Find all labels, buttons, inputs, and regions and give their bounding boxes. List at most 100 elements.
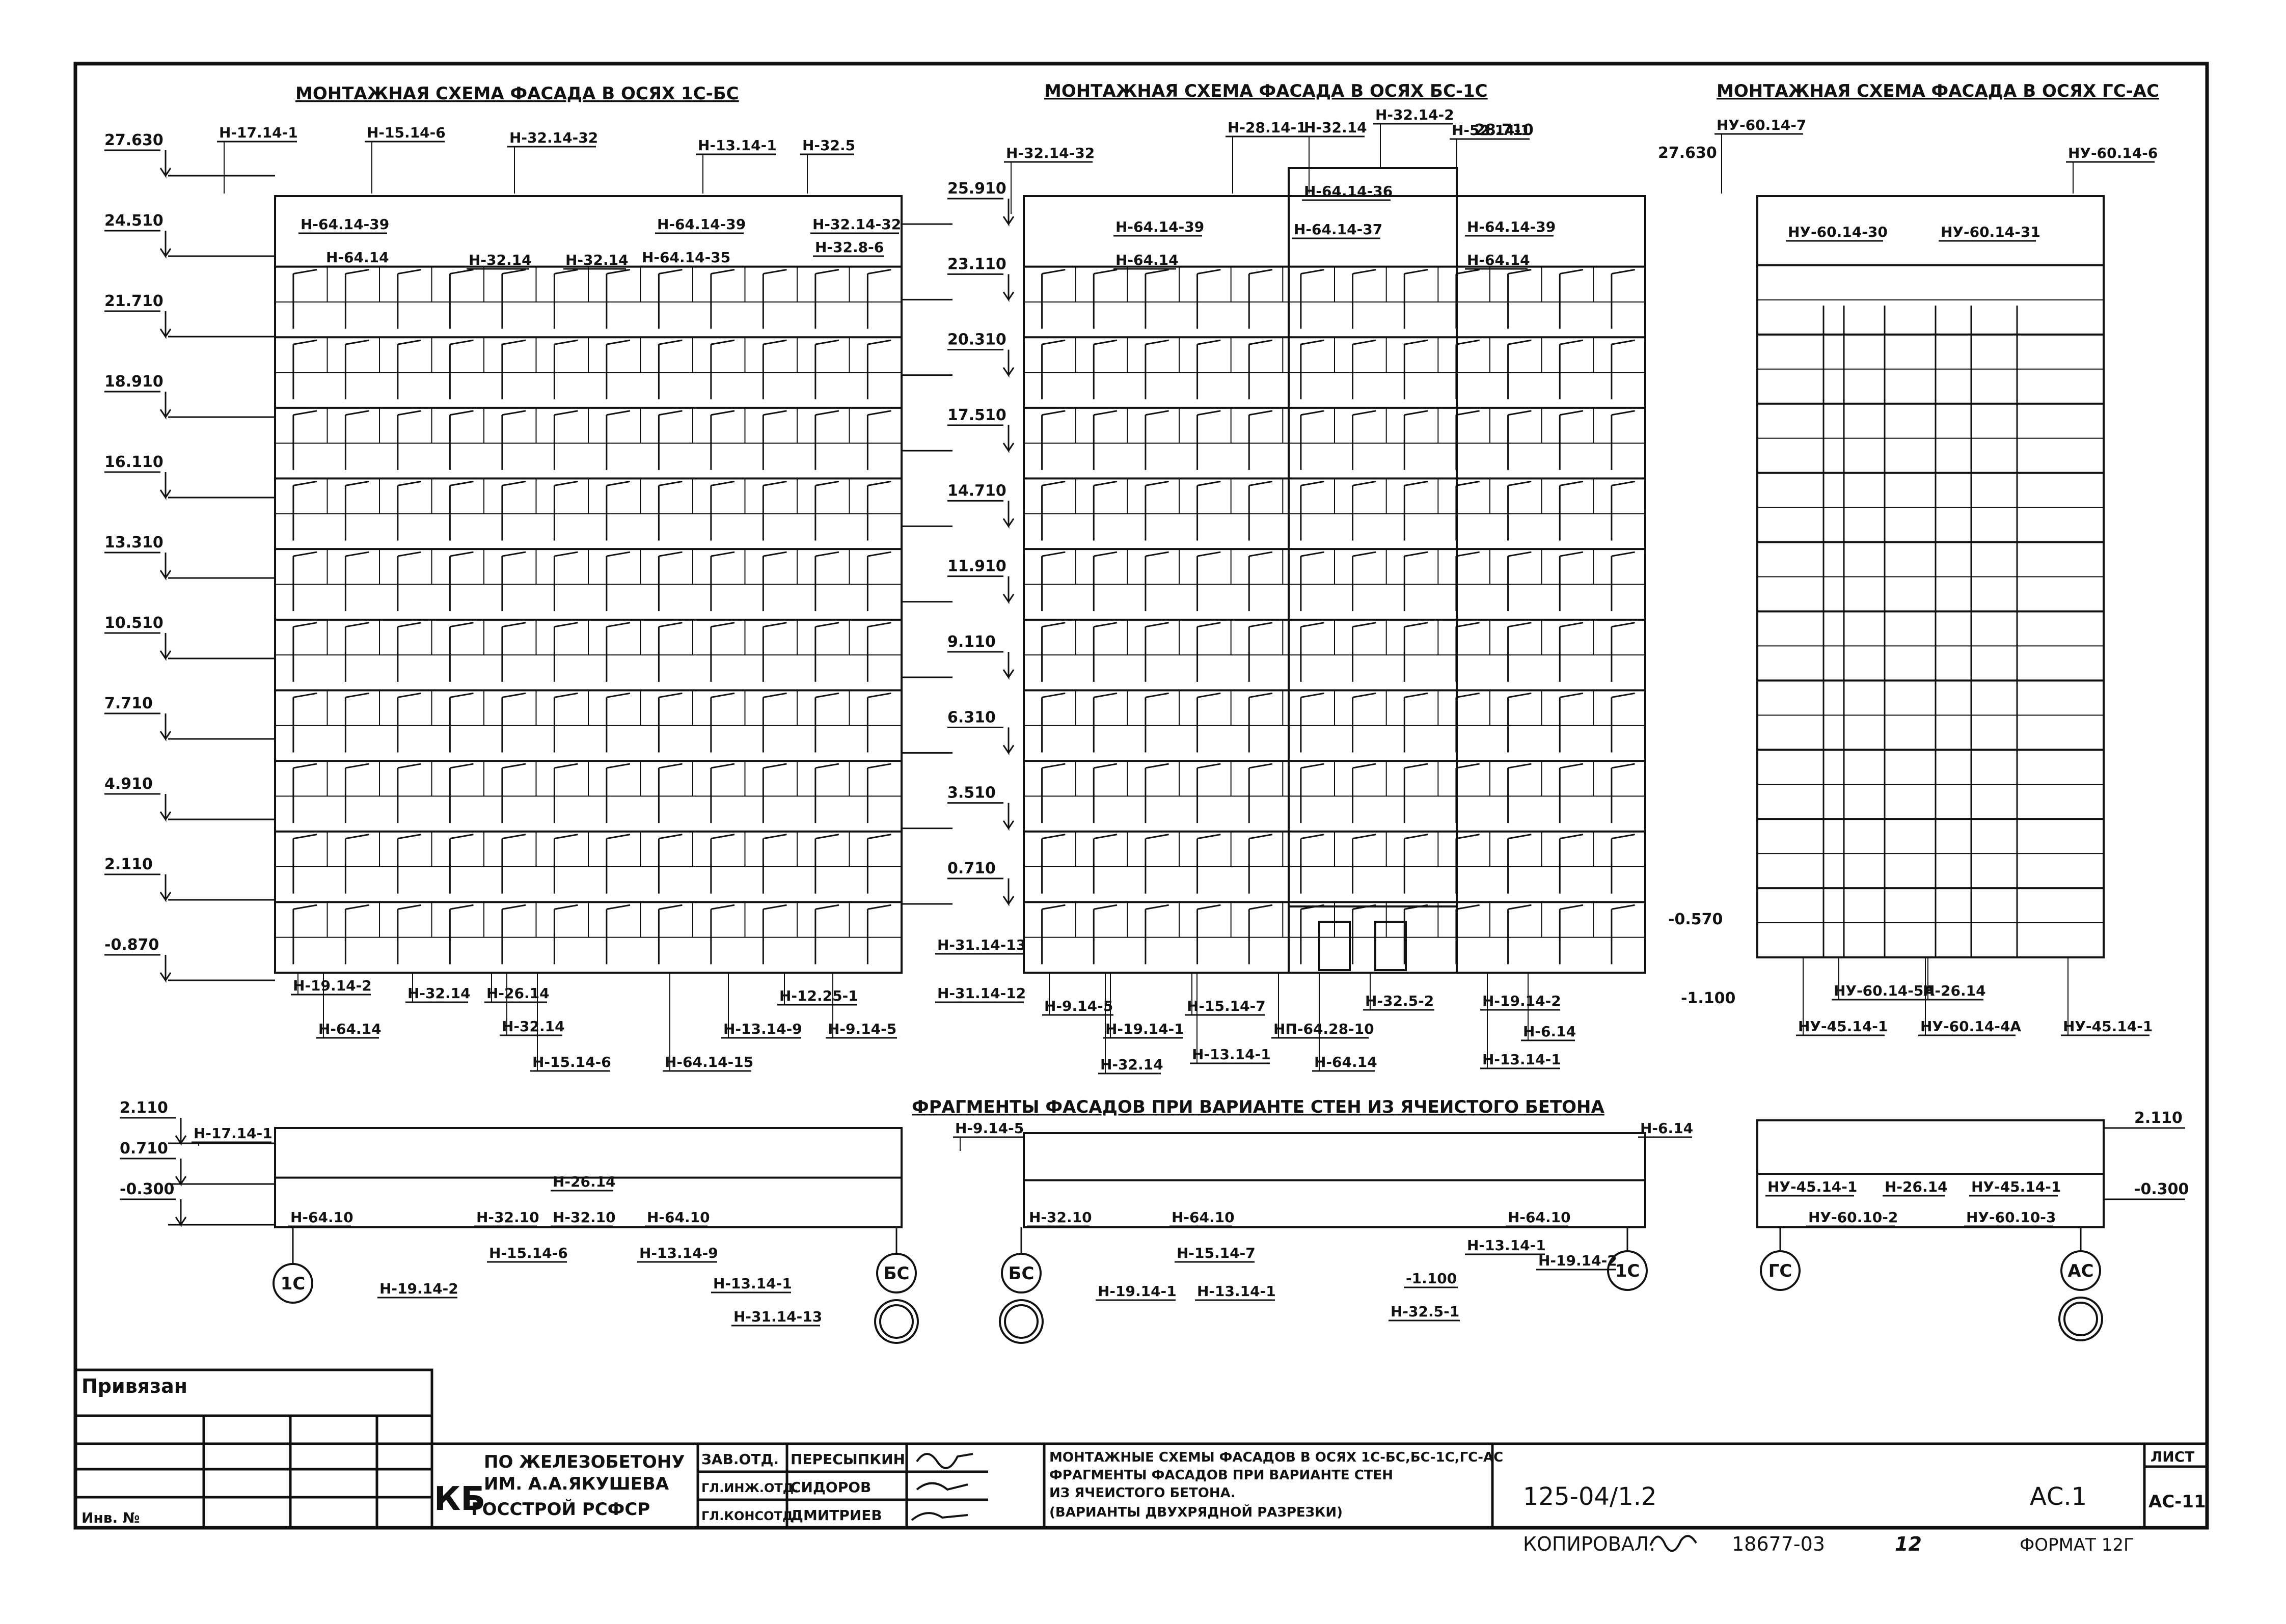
window-mark (501, 692, 526, 753)
window-mark (1248, 551, 1273, 612)
window-mark (658, 692, 683, 753)
panel-label: Н-64.14-35 (642, 249, 730, 266)
window-mark (1455, 339, 1480, 400)
inv-no-label: Инв. № (81, 1509, 140, 1526)
level-arrow (1002, 425, 1015, 453)
window-mark (1507, 692, 1532, 753)
sheet-number: АС-11 (2148, 1492, 2206, 1512)
name-2: СИДОРОВ (791, 1479, 871, 1496)
panel-label: Н-15.14-6 (367, 124, 446, 141)
window-mark (501, 763, 526, 823)
panel-label: Н-64.14-37 (1294, 221, 1382, 238)
sheet-code: АС.1 (2030, 1482, 2087, 1511)
window-mark (1248, 904, 1273, 965)
window-mark (814, 269, 839, 329)
window-mark (1507, 410, 1532, 470)
level-arrow (1002, 199, 1015, 227)
panel-label: НУ-45.14-1 (2063, 1018, 2153, 1035)
axis-circle-lower (2058, 1297, 2103, 1341)
window-mark (553, 904, 578, 965)
level-arrow (1002, 878, 1015, 906)
panel-label: Н-19.14-2 (293, 977, 372, 994)
window-mark (1352, 339, 1376, 400)
window-mark (1611, 480, 1635, 541)
window-mark (501, 551, 526, 612)
window-mark (344, 763, 369, 823)
window-mark (292, 622, 317, 682)
axis-circle-lower (999, 1299, 1044, 1344)
panel-label: Н-64.14 (318, 1021, 382, 1037)
window-mark (397, 763, 422, 823)
window-mark (1611, 551, 1635, 612)
window-mark (1403, 763, 1428, 823)
axis-label: АС (2067, 1261, 2093, 1281)
window-mark (1300, 692, 1324, 753)
window-mark (1559, 339, 1584, 400)
axis-label: ГС (1768, 1261, 1792, 1281)
window-mark (1041, 834, 1066, 894)
panel-label: Н-32.14 (469, 252, 532, 268)
window-mark (1559, 551, 1584, 612)
panel-label: Н-64.14-36 (1304, 183, 1393, 200)
window-mark (1041, 692, 1066, 753)
level-mark: 2.110 (104, 856, 153, 873)
window-mark (553, 339, 578, 400)
window-mark (1145, 904, 1169, 965)
window-mark (1611, 339, 1635, 400)
window-mark (866, 480, 891, 541)
window-mark (606, 339, 631, 400)
panel-label: Н-28.14-1 (1228, 119, 1307, 136)
window-mark (1145, 834, 1169, 894)
name-3: ДМИТРИЕВ (791, 1507, 882, 1524)
window-mark (710, 480, 735, 541)
window-mark (1093, 269, 1118, 329)
desc-line-3: ИЗ ЯЧЕИСТОГО БЕТОНА. (1049, 1485, 1236, 1501)
window-mark (762, 904, 787, 965)
level-arrow (159, 713, 172, 741)
window-mark (1403, 904, 1428, 965)
panel-label: Н-31.14-13 (733, 1308, 822, 1325)
axis-label: 1С (281, 1274, 306, 1294)
level-mark: 21.710 (104, 292, 164, 310)
panel-label: Н-19.14-2 (1538, 1252, 1617, 1269)
window-mark (449, 339, 474, 400)
panel-label: Н-64.14-39 (657, 216, 746, 233)
window-mark (1403, 269, 1428, 329)
copied-label: КОПИРОВАЛ: (1523, 1533, 1655, 1555)
panel-label: Н-19.14-1 (1105, 1021, 1184, 1037)
facade-middle (1023, 195, 1646, 974)
panel-label: Н-26.14 (1923, 982, 1986, 999)
window-mark (397, 834, 422, 894)
window-mark (1300, 551, 1324, 612)
panel-label: НУ-60.14-30 (1788, 224, 1888, 240)
window-mark (710, 622, 735, 682)
level-mark: 18.910 (104, 373, 164, 391)
panel-label: Н-32.14-32 (509, 129, 598, 146)
window-mark (553, 551, 578, 612)
panel-label: Н-13.14-1 (713, 1275, 792, 1292)
window-mark (1455, 692, 1480, 753)
panel-label: Н-26.14 (486, 985, 550, 1002)
window-mark (292, 834, 317, 894)
level-arrow (175, 1199, 187, 1227)
window-mark (1455, 763, 1480, 823)
panel-label: Н-9.14-5 (1044, 998, 1113, 1014)
window-mark (1352, 622, 1376, 682)
window-mark (344, 904, 369, 965)
window-mark (1507, 834, 1532, 894)
panel-label: Н-32.5 (802, 137, 855, 154)
window-mark (397, 480, 422, 541)
level-marks: 27.63024.51021.71018.91016.11013.31010.5… (104, 121, 2189, 1227)
window-mark (1455, 269, 1480, 329)
org-line-3: ГОССТРОЙ РСФСР (471, 1499, 650, 1520)
window-mark (501, 480, 526, 541)
facade-right (1756, 195, 2105, 958)
window-mark (710, 551, 735, 612)
window-mark (1611, 269, 1635, 329)
level-mark: 7.710 (104, 695, 153, 712)
panel-label: Н-52.14-1 (1452, 122, 1531, 139)
axis-circle-lower-inner (2063, 1302, 2098, 1336)
window-mark (292, 692, 317, 753)
window-mark (553, 480, 578, 541)
panel-label: Н-64.14-15 (665, 1054, 753, 1070)
